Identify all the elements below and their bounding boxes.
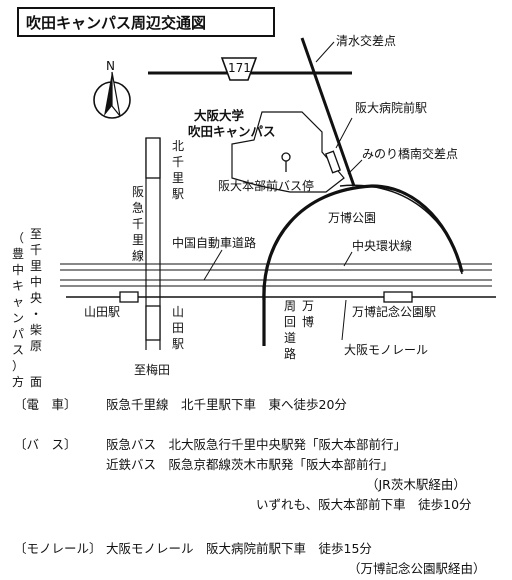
campus-area-map: 吹田キャンパス周辺交通図 N 171 清水交差点 大阪大学 吹田キャンパス 阪大… [12, 7, 496, 389]
yamada-v-char2: 田 [172, 321, 184, 335]
svg-text:央: 央 [30, 291, 42, 305]
svg-text:キ: キ [12, 279, 24, 293]
yamada-v-char3: 駅 [172, 337, 184, 351]
svg-text:里: 里 [30, 259, 42, 273]
route-171-shield-icon: 171 [220, 57, 258, 81]
hankyu-char2: 急 [132, 200, 144, 215]
hankyu-char1: 阪 [132, 185, 144, 199]
left-direction-label: 至 千 里 中 央 ・ 柴 原 （ 豊 中 キ ャ ン パ ス ） 方 面 [12, 227, 42, 389]
train-route-text: 阪急千里線 北千里駅下車 東へ徒歩20分 [106, 397, 347, 412]
hospital-station-label: 阪大病院前駅 [355, 100, 427, 115]
banpaku-koen-station-label: 万博記念公園駅 [352, 304, 436, 319]
monorail-route-text: 大阪モノレール 阪大病院前駅下車 徒歩15分 [106, 541, 372, 556]
svg-text:中: 中 [12, 262, 24, 277]
bus-route-via-jr: （JR茨木駅経由） [366, 477, 466, 492]
campus-name-line1: 大阪大学 [194, 108, 245, 123]
bus-route-walk: いずれも、阪大本部前下車 徒歩10分 [256, 497, 472, 512]
campus-boundary [231, 111, 345, 193]
yamada-station-label: 山田駅 [84, 305, 120, 319]
kitasenri-char2: 千 [172, 155, 184, 169]
bus-stop-icon [281, 152, 291, 172]
chuo-kanjo-expressway [60, 263, 492, 287]
svg-text:原: 原 [30, 339, 42, 353]
minori-leader [347, 159, 363, 175]
route-number: 171 [228, 61, 251, 75]
bus-route-hankyu: 阪急バス 北大阪急行千里中央駅発「阪大本部前行」 [106, 437, 407, 452]
kitasenri-char3: 里 [172, 171, 184, 185]
svg-text:方: 方 [12, 374, 24, 389]
svg-text:）: ） [12, 359, 24, 373]
bus-mode-label: 〔バ ス〕 [14, 437, 77, 452]
kitasenri-char4: 駅 [172, 187, 184, 201]
svg-text:豊: 豊 [12, 247, 24, 261]
svg-text:中: 中 [30, 274, 42, 289]
monorail-leader [341, 299, 347, 341]
monorail-mode-label: 〔モノレール〕 [14, 541, 102, 556]
monorail-route-via: （万博記念公園駅経由） [348, 561, 486, 576]
svg-text:柴: 柴 [30, 323, 42, 337]
north-compass-icon: N [93, 59, 131, 119]
banpaku-char2: 博 [302, 314, 314, 329]
osaka-monorail-label: 大阪モノレール [344, 343, 428, 357]
hospital-station-leader [335, 117, 353, 149]
svg-text:至: 至 [30, 227, 42, 241]
svg-text:ャ: ャ [12, 295, 24, 309]
hospital-station-icon [324, 150, 342, 174]
yamada-v-char1: 山 [172, 305, 184, 319]
title-frame [17, 7, 275, 37]
svg-text:ス: ス [12, 343, 24, 357]
svg-text:千: 千 [30, 243, 42, 257]
hankyu-char3: 千 [132, 217, 144, 231]
monorail-upper-track [339, 184, 463, 275]
shimizu-intersection-label: 清水交差点 [336, 33, 396, 48]
hankyu-char4: 里 [132, 233, 144, 247]
svg-text:パ: パ [12, 327, 24, 341]
expressway-label: 中国自動車道路 [172, 235, 256, 250]
bus-route-kintetsu: 近鉄バス 阪急京都線茨木市駅発「阪大本部前行」 [106, 457, 394, 472]
minori-intersection-label: みのり橋南交差点 [362, 146, 458, 161]
banpaku-park-label: 万博公園 [328, 210, 376, 225]
banpaku-koen-station-icon [383, 291, 413, 303]
banpaku-shuukai-char4: 路 [284, 346, 296, 361]
expressway-leader [203, 249, 223, 281]
bus-stop-label: 阪大本部前バス停 [218, 178, 314, 193]
svg-text:面: 面 [30, 375, 42, 389]
chuo-kanjo-label: 中央環状線 [352, 238, 412, 253]
map-title: 吹田キャンパス周辺交通図 [26, 14, 206, 32]
svg-text:・: ・ [30, 307, 42, 321]
campus-name-line2: 吹田キャンパス [188, 124, 276, 139]
svg-text:（: （ [12, 231, 24, 245]
banpaku-shuukai-char2: 回 [284, 315, 296, 329]
north-label: N [106, 59, 115, 73]
svg-text:ン: ン [12, 311, 24, 325]
yamada-monorail-station-icon [119, 291, 139, 303]
kitasenri-char1: 北 [172, 139, 184, 153]
banpaku-shuukai-char3: 道 [284, 331, 296, 345]
chuo-kanjo-leader [343, 251, 353, 267]
banpaku-char1: 万 [302, 299, 314, 313]
to-umeda-label: 至梅田 [134, 362, 170, 377]
shimizu-leader [315, 41, 335, 63]
shimizu-road [300, 37, 356, 187]
train-mode-label: 〔電 車〕 [14, 397, 77, 412]
hankyu-senri-railway [145, 137, 161, 350]
banpaku-shuukai-char1: 周 [284, 299, 296, 313]
hankyu-char5: 線 [132, 248, 144, 263]
